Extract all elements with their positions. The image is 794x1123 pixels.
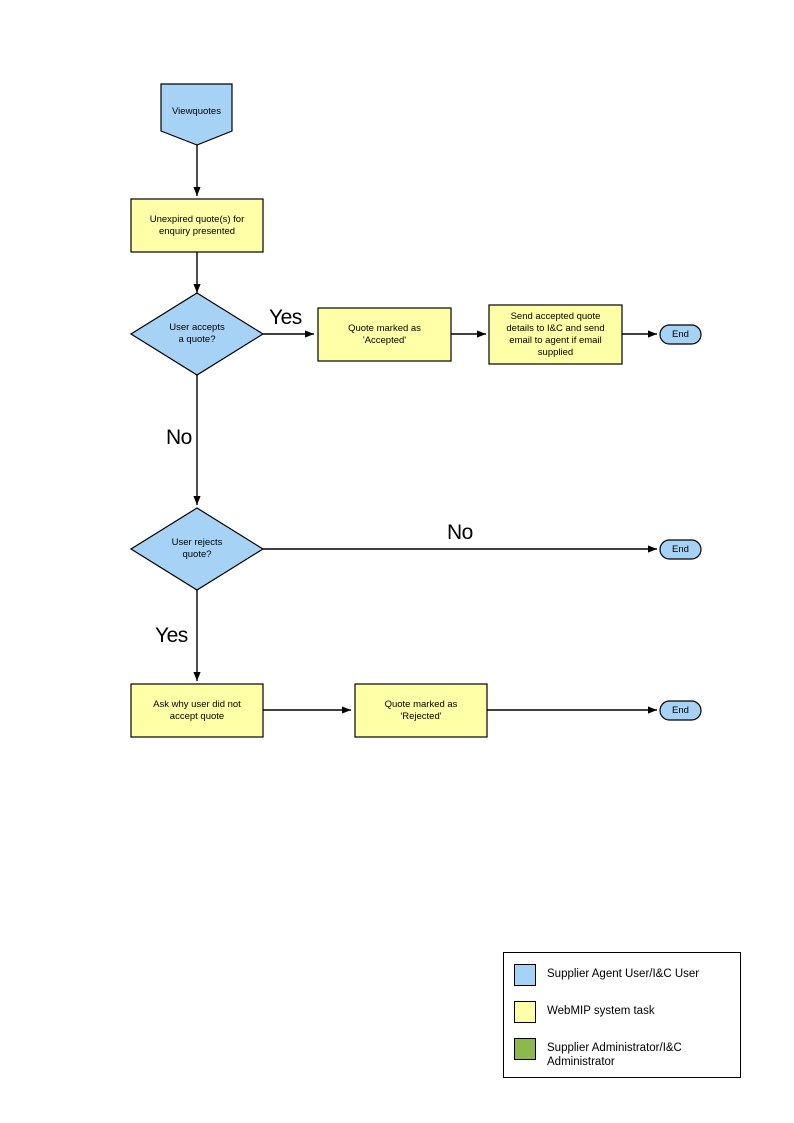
legend-item-webmip-task: WebMIP system task <box>514 1001 655 1023</box>
node-label-end-accepted: End <box>672 329 689 340</box>
node-end-accepted <box>659 324 702 345</box>
legend-label-supplier-admin: Supplier Administrator/I&C Administrator <box>547 1042 682 1068</box>
legend-swatch-green <box>514 1038 536 1060</box>
node-task-unexpired-quotes <box>130 198 264 253</box>
legend-item-supplier-admin: Supplier Administrator/I&C Administrator <box>514 1038 682 1069</box>
edge-label-no-reject: No <box>447 521 473 544</box>
node-end-rejected <box>659 700 702 721</box>
node-label-end-rejected: End <box>672 705 689 716</box>
legend-swatch-yellow <box>514 1001 536 1023</box>
edge-label-yes-accept: Yes <box>269 306 302 329</box>
node-task-send-accepted-details <box>488 304 623 365</box>
edge-label-no-accept: No <box>166 426 192 449</box>
node-task-quote-rejected <box>354 683 488 738</box>
node-task-ask-why <box>130 683 264 738</box>
legend-label-supplier-agent: Supplier Agent User/I&C User <box>547 968 700 980</box>
legend: Supplier Agent User/I&C User WebMIP syst… <box>503 952 741 1078</box>
legend-swatch-blue <box>514 964 536 986</box>
node-decision-user-accepts <box>129 292 265 376</box>
node-end-no-reject <box>659 539 702 560</box>
node-task-quote-accepted <box>317 307 452 362</box>
node-start-viewquotes <box>160 83 233 146</box>
edge-label-yes-reject: Yes <box>155 624 188 647</box>
legend-item-supplier-agent: Supplier Agent User/I&C User <box>514 964 699 986</box>
legend-label-webmip-task: WebMIP system task <box>547 1005 655 1017</box>
node-label-end-no-reject: End <box>672 544 689 555</box>
node-decision-user-rejects <box>129 507 265 591</box>
